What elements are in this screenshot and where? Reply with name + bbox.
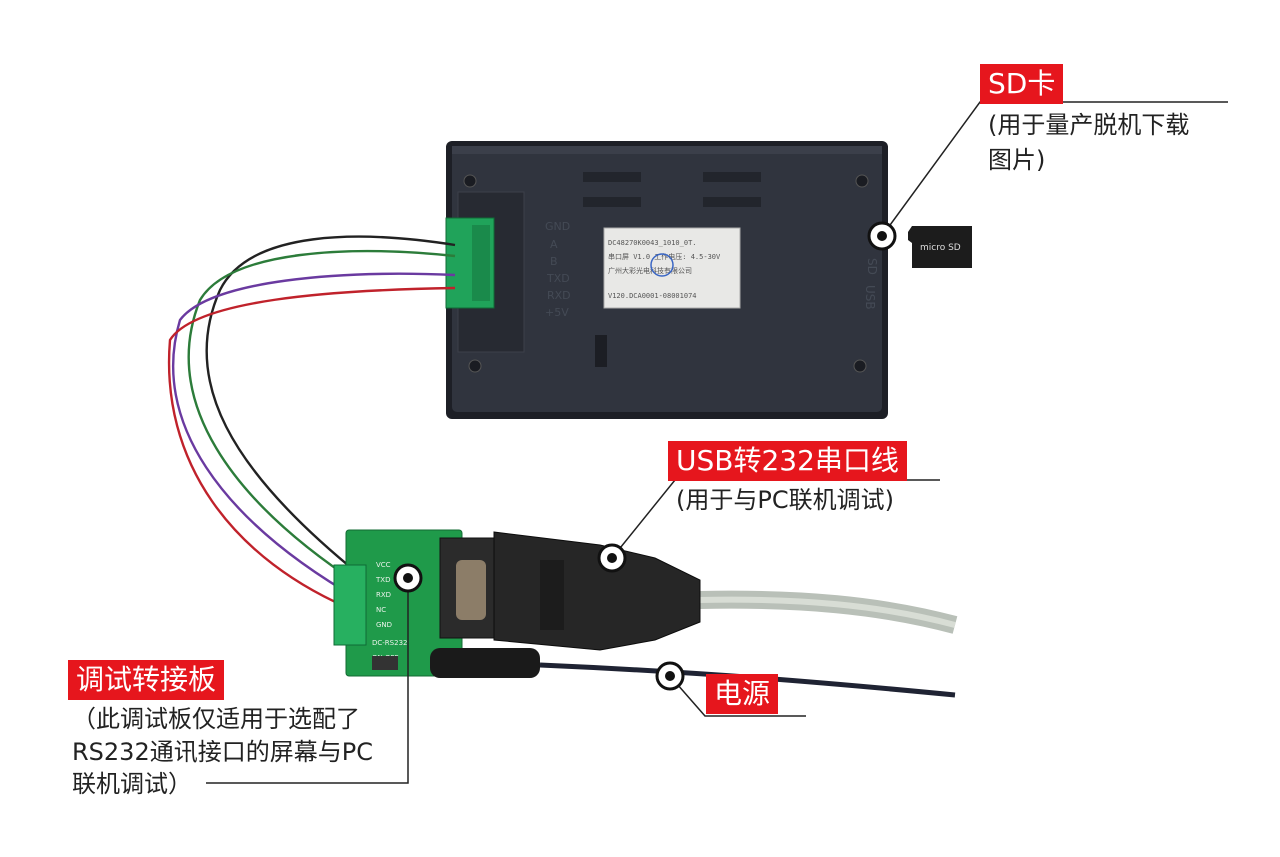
display-module-back: GND A B TXD RXD +5V DC48270K0043_1010_0T… (445, 141, 888, 419)
pin-label: TXD (546, 272, 570, 285)
dc-jack (430, 648, 540, 678)
label-line: V120.DCA0001-08001074 (608, 292, 697, 300)
board-silkscreen: DC-RS232 (372, 639, 407, 647)
pin-label: RXD (376, 591, 391, 599)
screw-icon (853, 359, 867, 373)
adapter-board-callout-desc-3: 联机调试） (72, 770, 192, 798)
callout-markers (393, 221, 897, 691)
label-line: 广州大彩光电科技有限公司 (608, 266, 692, 275)
usb-cable-callout-desc: (用于与PC联机调试) (676, 486, 894, 514)
svg-text:micro SD: micro SD (920, 243, 961, 253)
micro-sd-card: micro SD (908, 226, 972, 268)
screw-icon (463, 174, 477, 188)
pin-label: VCC (376, 561, 391, 569)
pin-label: A (550, 238, 558, 251)
adapter-board-callout-desc-2: RS232通讯接口的屏幕与PC (72, 738, 373, 766)
pin-label: GND (545, 220, 570, 233)
sd-port-label: SD (865, 258, 879, 275)
usb-port-label: USB (863, 285, 877, 310)
screw-icon (855, 174, 869, 188)
adapter-board-callout-desc-1: （此调试板仅适用于选配了 (72, 705, 360, 733)
sd-card-callout-desc-1: (用于量产脱机下载 (988, 111, 1190, 139)
pin-label: B (550, 255, 558, 268)
adapter-board-callout-title: 调试转接板 (68, 660, 225, 700)
usb-cable (699, 590, 958, 634)
pin-label: +5V (545, 306, 569, 319)
usb-cable-callout-title: USB转232串口线 (668, 441, 907, 481)
label-line: DC48270K0043_1010_0T. (608, 239, 697, 247)
adapter-board: VCC TXD RXD NC GND DC-RS232 ON OFF (333, 529, 540, 678)
terminal-block (333, 564, 367, 646)
screw-icon (468, 359, 482, 373)
sd-card-callout-desc-2: 图片) (988, 146, 1046, 174)
pin-label: NC (376, 606, 386, 614)
usb-232-adapter-plug (493, 531, 701, 651)
pin-label: TXD (375, 576, 390, 584)
certification-seal (650, 253, 674, 277)
pin-label: RXD (547, 289, 571, 302)
power-switch (372, 656, 398, 670)
ribbon-wires (167, 235, 456, 614)
sd-card-callout-title: SD卡 (980, 64, 1064, 104)
power-callout-title: 电源 (706, 674, 779, 714)
label-line: 串口屏 V1.0 工作电压: 4.5-30V (608, 252, 721, 261)
pin-label: GND (376, 621, 392, 629)
